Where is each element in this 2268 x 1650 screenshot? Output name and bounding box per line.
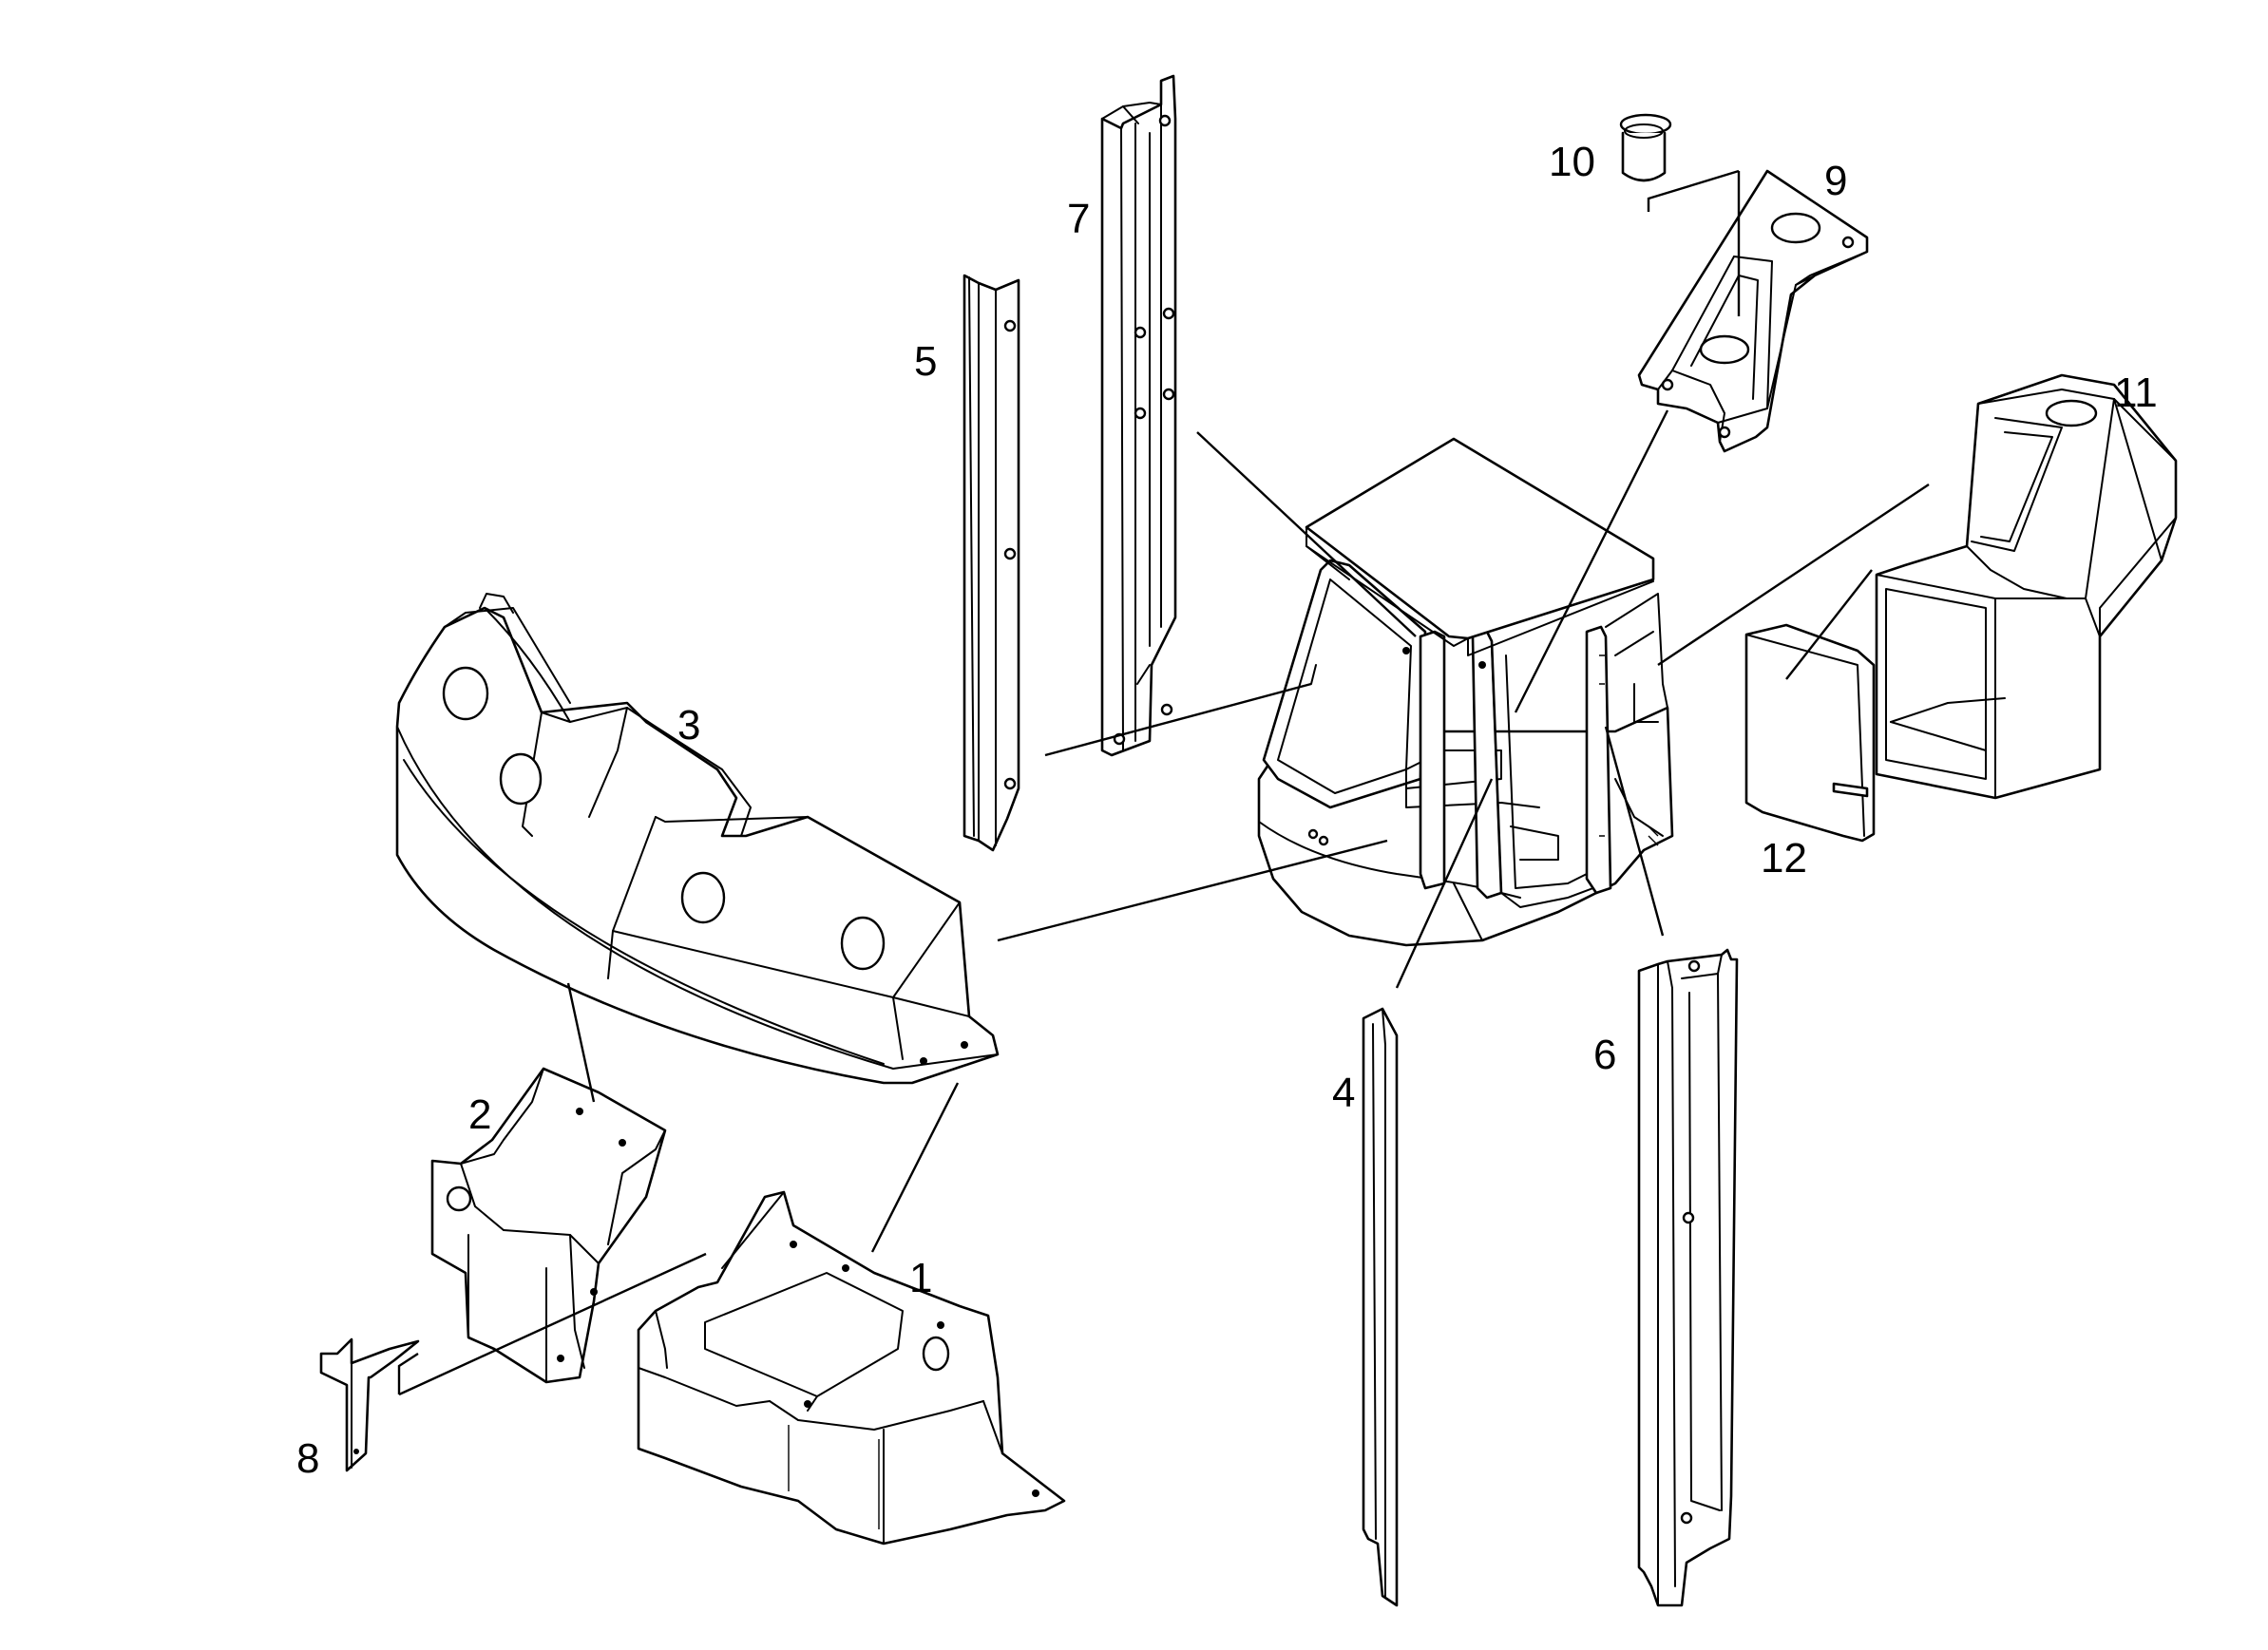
callout-2: 2: [468, 1091, 491, 1138]
part-3-front-panel: [395, 593, 1000, 1085]
callout-10: 10: [1549, 139, 1595, 185]
callout-5: 5: [914, 338, 937, 385]
part-5-pillar: [962, 274, 1020, 852]
callout-9: 9: [1824, 158, 1847, 204]
callout-12: 12: [1761, 835, 1807, 882]
leader-lines: [397, 169, 1930, 1396]
callout-6: 6: [1593, 1032, 1616, 1078]
cab-assembly: [1257, 437, 1674, 947]
part-1-cowl: [637, 1190, 1066, 1546]
part-6-pillar: [1637, 948, 1739, 1607]
callout-11: 11: [2114, 370, 2158, 416]
part-10-bushing: [1619, 113, 1672, 182]
part-8-bracket: [319, 1337, 420, 1472]
part-7-pillar: [1100, 74, 1177, 757]
callout-8: 8: [296, 1435, 319, 1482]
callout-3: 3: [677, 702, 700, 749]
part-12-cover-plate: [1744, 623, 1876, 843]
callout-4: 4: [1332, 1070, 1355, 1116]
part-2-side-panel: [430, 1067, 667, 1384]
part-11-duct: [1875, 373, 2178, 800]
part-4-pillar: [1362, 1007, 1399, 1607]
callout-labels: 1 2 3 4 5 6 7 8 9 10 11 12: [296, 139, 2158, 1482]
callout-7: 7: [1067, 196, 1090, 242]
callout-1: 1: [909, 1255, 932, 1301]
part-9-bracket: [1637, 169, 1869, 453]
